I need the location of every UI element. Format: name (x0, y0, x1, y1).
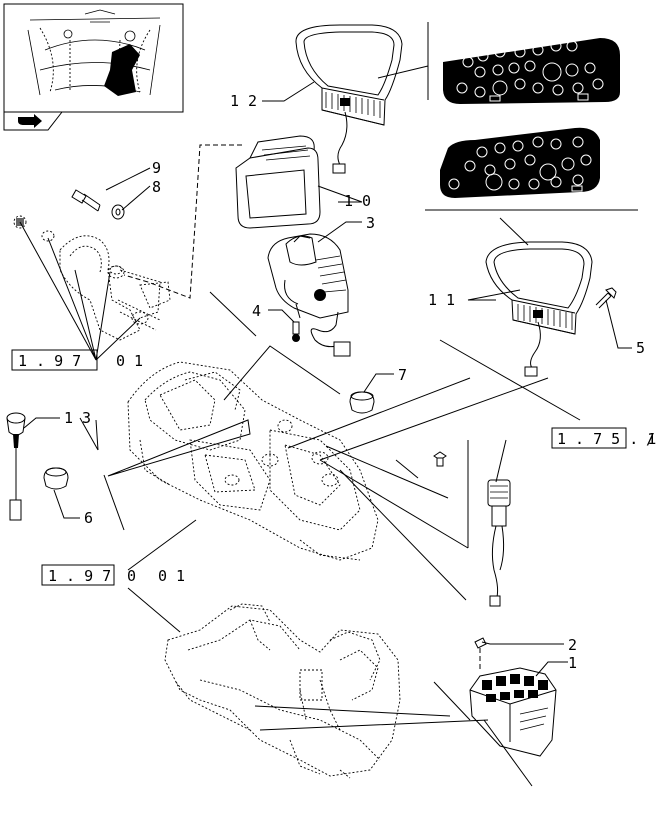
ref-link-suffix: 0 1 (158, 567, 185, 585)
ref-link-label: 1 . 7 5 . 1 (557, 430, 656, 448)
ref-link-1-97-01-upper[interactable]: 1 . 9 7 0 1 (11, 349, 143, 371)
nav-pointer-tab[interactable] (3, 111, 63, 131)
part-8-washer[interactable] (111, 204, 125, 220)
callout-5: 5 (636, 339, 645, 357)
part-10-monitor[interactable] (235, 135, 321, 229)
console-assembly[interactable] (127, 361, 379, 561)
callout-9: 9 (152, 159, 161, 177)
control-panel-bottom[interactable] (440, 127, 600, 198)
callout-13: 1 3 (64, 409, 91, 427)
pointing-hand-arrow-icon (18, 114, 42, 128)
ref-link-suffix: / (646, 430, 655, 448)
ref-link-label: 1 . 9 7 (18, 352, 81, 370)
part-13-switch[interactable] (6, 412, 26, 521)
part-7-plug[interactable] (349, 391, 375, 414)
ref-link-mid: 0 (127, 567, 136, 585)
callout-11: 1 1 (428, 291, 455, 309)
callout-7: 7 (398, 366, 407, 384)
part-9-bolt[interactable] (71, 189, 101, 212)
overview-thumbnail[interactable] (3, 3, 184, 113)
part-4-screw[interactable] (292, 321, 300, 342)
callout-3: 3 (366, 214, 375, 232)
part-12-display-frame[interactable] (295, 24, 403, 174)
part-1-relay-box[interactable] (469, 667, 557, 757)
callout-6: 6 (84, 509, 93, 527)
part-2-screw[interactable] (474, 637, 487, 672)
tractor-cab-overview-icon (27, 9, 161, 96)
callout-8: 8 (152, 178, 161, 196)
part-11-display-frame[interactable] (485, 241, 593, 377)
control-panel-top[interactable] (443, 38, 620, 104)
base-frame[interactable] (164, 603, 401, 779)
ref-link-suffix: 0 1 (116, 352, 143, 370)
part-3-lever-assembly[interactable] (267, 233, 351, 357)
ref-link-1-97-01-lower[interactable]: 1 . 9 7 0 0 1 (41, 564, 185, 633)
part-6-cap[interactable] (43, 467, 69, 490)
ref-link-1-75-1[interactable]: 1 . 7 5 . 1 / (551, 427, 656, 449)
wiring-connector[interactable] (487, 479, 511, 607)
callout-4: 4 (252, 302, 261, 320)
bracket-assembly[interactable] (13, 215, 171, 341)
callout-10: 1 0 (344, 192, 371, 210)
screw-small[interactable] (433, 451, 447, 467)
ref-link-label: 1 . 9 7 (48, 567, 111, 585)
callout-12: 1 2 (230, 92, 257, 110)
part-5-screw[interactable] (595, 287, 617, 309)
callout-2: 2 (568, 636, 577, 654)
callout-1: 1 (568, 654, 577, 672)
